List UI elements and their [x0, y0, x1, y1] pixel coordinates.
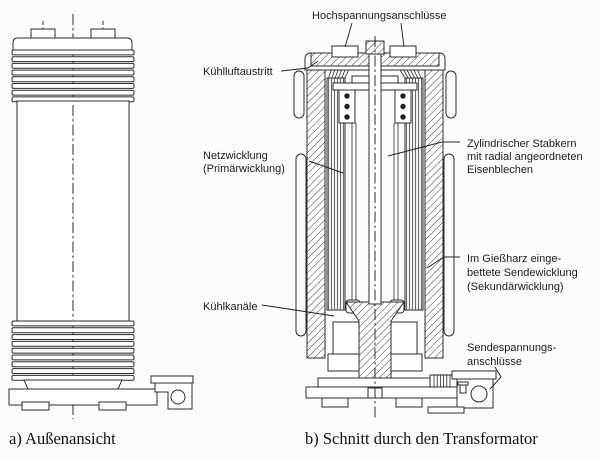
leader-sendespannung [489, 366, 502, 390]
base-plate [8, 388, 158, 406]
label-sendewicklung-line1: Im Gießharz einge- [467, 253, 561, 265]
base-foot-right [98, 401, 127, 411]
primary-winding-left [326, 77, 346, 311]
tx-terminal-pin [459, 384, 467, 394]
support-step-right [390, 353, 423, 372]
section-base-plate-lower [305, 386, 471, 399]
tx-bracket-flange [451, 370, 497, 380]
caption-b-schnitt: b) Schnitt durch den Transformator [305, 429, 538, 448]
leader-kuehlluftaustritt [280, 60, 319, 72]
base-collar [23, 379, 123, 390]
section-view-drawing [293, 36, 497, 420]
label-sendewicklung-line3: (Sekundärwicklung) [467, 281, 564, 293]
label-sendespannung-line1: Sendespannungs- [467, 342, 557, 354]
label-netzwicklung-line2: (Primärwicklung) [203, 163, 285, 175]
base-foot-left [21, 401, 50, 411]
support-block-right [390, 321, 418, 355]
leader-sendewicklung [426, 256, 460, 269]
exterior-view-drawing [8, 14, 194, 419]
caption-a-aussenansicht: a) Außenansicht [9, 429, 116, 448]
label-stabkern-line1: Zylindrischer Stabkern [467, 138, 576, 150]
mount-hole [170, 389, 186, 405]
label-sendewicklung-line2: bettete Sendewicklung [467, 267, 578, 279]
label-kuehlluftaustritt: Kühlluftaustritt [203, 66, 273, 78]
tx-mount-hole [470, 385, 488, 403]
section-foot-left [321, 397, 349, 408]
label-kuehlkanaele: Kühlkanäle [203, 301, 257, 313]
cooling-fins-top [11, 49, 135, 103]
side-loops [293, 70, 457, 337]
annotation-labels: Hochspannungsanschlüsse Kühlluftaustritt… [203, 10, 583, 368]
label-hochspannungsanschluesse: Hochspannungsanschlüsse [312, 10, 447, 22]
cooling-fins-bottom [11, 320, 135, 381]
leader-stabkern [387, 141, 460, 157]
label-stabkern-line3: Eisenblechen [467, 164, 533, 176]
section-foot-right [395, 397, 423, 408]
secondary-winding-cylinder [351, 123, 399, 302]
tx-under-bar [427, 406, 465, 414]
mount-bracket-flange [150, 375, 194, 384]
top-cap [12, 37, 133, 52]
label-sendespannung-line2: anschlüsse [467, 356, 522, 368]
leader-netzwicklung [308, 160, 344, 174]
leader-hochspannung-right [400, 22, 405, 48]
label-stabkern-line2: mit radial angeordneten [467, 151, 583, 163]
connector-ticks [433, 375, 451, 387]
leader-lines [261, 22, 502, 390]
primary-winding-right [404, 77, 424, 311]
label-netzwicklung-line1: Netzwicklung [203, 150, 268, 162]
figure-captions: a) Außenansicht b) Schnitt durch den Tra… [9, 429, 538, 448]
hv-terminal-right [389, 45, 417, 58]
leader-kuehlkanaele [261, 304, 335, 317]
casing-wall-right [424, 65, 444, 359]
leader-hochspannung-left [344, 22, 353, 48]
support-block-left [332, 321, 360, 355]
hv-terminal-left [331, 45, 359, 58]
coil-section-dots [344, 93, 406, 120]
support-step-left [327, 353, 360, 372]
